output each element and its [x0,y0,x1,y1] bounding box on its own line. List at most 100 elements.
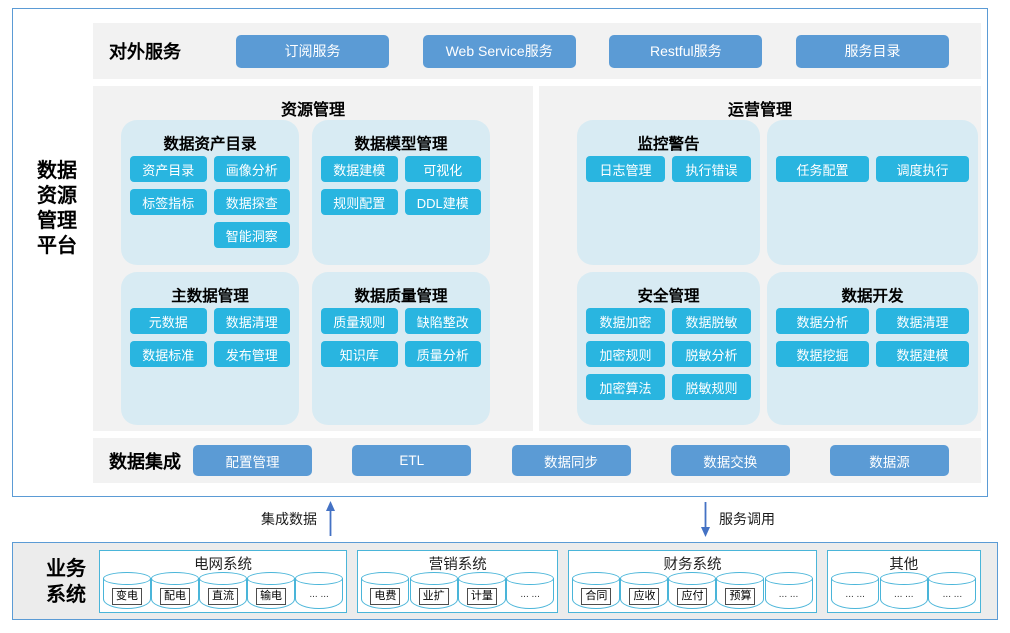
database-row: 电费业扩计量 ... ... [358,571,557,609]
database-cylinder: 预算 [716,572,765,609]
business-systems-box: 业务系统 电网系统变电配电直流输电... ...营销系统电费业扩计量... ..… [12,542,998,620]
module-button: 发布管理 [213,341,290,367]
module-button: DDL建模 [404,189,481,215]
card-title: 数据质量管理 [354,288,448,305]
module-button: 数据挖掘 [776,341,870,367]
database-label: ... ... [942,589,963,600]
database-cylinder: 应收 [620,572,669,609]
module-button: 数据探查 [213,189,290,215]
cylinder-top-icon [764,572,813,585]
module-button: 数据标准 [130,341,207,367]
card-modules: 数据分析数据清理数据挖掘数据建模 [767,306,978,367]
database-label: ... ... [520,589,540,600]
platform-side-label: 数据资源管理平台 [25,159,89,259]
service-call-flow: 服务调用 [699,501,775,537]
flow-label: 集成数据 [261,511,317,527]
module-button: 质量分析 [404,341,481,367]
card-modules: 日志管理执行错误 [577,154,760,182]
cylinder-top-icon [928,572,977,585]
data-integration-label: 数据集成 [109,451,181,472]
cylinder-top-icon [457,572,506,585]
cylinder-top-icon [572,572,621,585]
module-button: 数据加密 [586,308,666,334]
external-service-button: Web Service服务 [422,34,576,68]
panel-title: 资源管理 [280,102,345,119]
cylinder-top-icon [716,572,765,585]
module-button: 脱敏规则 [672,374,752,400]
database-cylinder: 电费 [361,572,410,609]
database-cylinder: 变电 [103,572,152,609]
database-cylinder: ... ... [928,572,977,609]
database-cylinder: ... ... [506,572,555,609]
card-modules: 数据加密数据脱敏加密规则脱敏分析加密算法脱敏规则 [577,306,760,400]
cylinder-top-icon [668,572,717,585]
card-title: 数据资产目录 [163,136,257,153]
database-label: 配电 [160,588,191,605]
card-title: 数据模型管理 [354,136,448,153]
integration-button: ETL [352,445,472,476]
database-cylinder: 直流 [199,572,248,609]
module-button: 资产目录 [130,156,207,182]
cylinder-top-icon [831,572,880,585]
module-button: 画像分析 [213,156,290,182]
card-title [767,120,978,154]
database-cylinder: ... ... [295,572,344,609]
operation-cards: 监控警告日志管理执行错误任务配置调度执行安全管理数据加密数据脱敏加密规则脱敏分析… [539,120,981,425]
cylinder-top-icon [151,572,200,585]
card-title: 监控警告 [637,136,700,153]
database-cylinder: ... ... [764,572,813,609]
feature-card: 数据质量管理质量规则缺陷整改知识库质量分析 [312,272,490,425]
card-modules: 资产目录画像分析标签指标数据探查智能洞察 [121,154,299,248]
module-button: 脱敏分析 [672,341,752,367]
cylinder-top-icon [295,572,344,585]
module-button: 日志管理 [586,156,666,182]
module-button: 数据脱敏 [672,308,752,334]
panel-title: 运营管理 [727,102,792,119]
module-button: 智能洞察 [213,222,290,248]
module-button: 加密算法 [586,374,666,400]
database-label: 业扩 [418,588,449,605]
module-button: 元数据 [130,308,207,334]
external-service-button: 服务目录 [795,34,949,68]
cylinder-top-icon [361,572,410,585]
module-button: 标签指标 [130,189,207,215]
database-label: 计量 [466,588,497,605]
database-cylinder: 配电 [151,572,200,609]
side-label-line: 数据 [37,160,77,182]
integration-button: 数据交换 [670,445,790,476]
database-label: 输电 [256,588,287,605]
database-cylinder: ... ... [831,572,880,609]
business-label-line: 业务 [46,558,86,580]
business-label-line: 系统 [46,584,86,606]
module-button: 数据清理 [876,308,969,334]
database-row: ... ...... ...... ... [828,571,980,609]
business-systems-label: 业务系统 [35,556,97,608]
flow-label: 服务调用 [719,511,775,527]
database-label: 应收 [629,588,660,605]
database-cylinder: 应付 [668,572,717,609]
database-label: ... ... [778,589,799,600]
module-button: 数据清理 [213,308,290,334]
cylinder-top-icon [409,572,458,585]
down-arrow-icon [701,502,710,537]
cylinder-top-icon [620,572,669,585]
database-cylinder: 输电 [247,572,296,609]
group-title: 营销系统 [428,557,487,573]
database-label: 应付 [677,588,708,605]
module-button: 执行错误 [672,156,752,182]
external-service-button: Restful服务 [609,34,763,68]
database-cylinder: 合同 [572,572,621,609]
external-services-label: 对外服务 [109,42,181,62]
feature-card: 监控警告日志管理执行错误 [577,120,761,265]
operation-management-panel: 运营管理 监控警告日志管理执行错误任务配置调度执行安全管理数据加密数据脱敏加密规… [539,86,981,431]
module-button: 数据建模 [876,341,969,367]
card-modules: 质量规则缺陷整改知识库质量分析 [312,306,490,367]
feature-card: 数据资产目录资产目录画像分析标签指标数据探查智能洞察 [121,120,299,265]
resource-management-panel: 资源管理 数据资产目录资产目录画像分析标签指标数据探查智能洞察 数据模型管理数据建… [93,86,533,431]
